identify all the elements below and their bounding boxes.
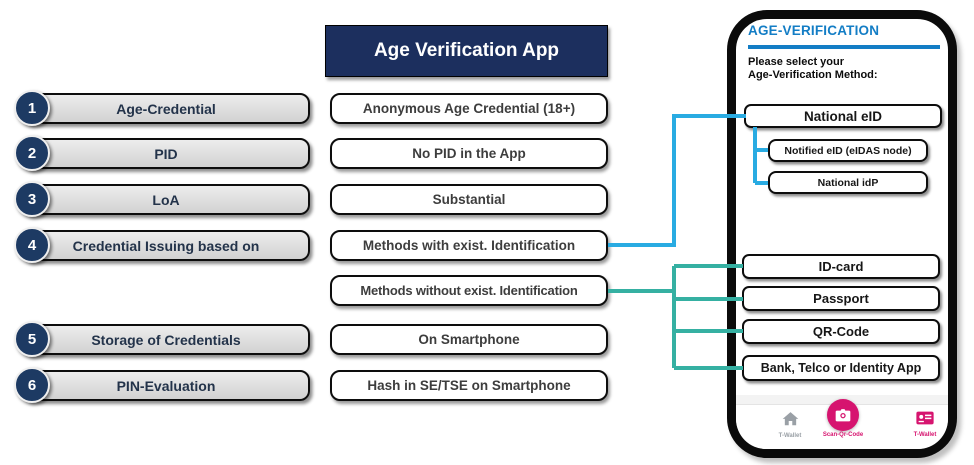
left-row-4: Credential Issuing based on 4 — [14, 227, 310, 263]
mid-box-no-pid: No PID in the App — [330, 138, 608, 169]
camera-icon — [827, 399, 859, 431]
mid-box-methods-with-ident: Methods with exist. Identification — [330, 230, 608, 261]
mid-box-hash-se-tse: Hash in SE/TSE on Smartphone — [330, 370, 608, 401]
option-national-eid[interactable]: National eID — [744, 104, 942, 128]
left-pill-credential-issuing: Credential Issuing based on — [22, 230, 310, 261]
number-badge-2: 2 — [14, 135, 50, 171]
number-badge-3: 3 — [14, 181, 50, 217]
smartphone-frame: AGE-VERIFICATION Please select your Age-… — [727, 10, 957, 458]
option-passport[interactable]: Passport — [742, 286, 940, 311]
phone-instruction-text: Please select your Age-Verification Meth… — [748, 56, 878, 82]
mid-box-on-smartphone: On Smartphone — [330, 324, 608, 355]
number-badge-5: 5 — [14, 321, 50, 357]
instruction-line-2: Age-Verification Method: — [748, 69, 878, 81]
left-pill-loa: LoA — [22, 184, 310, 215]
nav-label: T-Wallet — [913, 432, 937, 438]
id-card-icon — [916, 411, 934, 430]
smartphone-screen: AGE-VERIFICATION Please select your Age-… — [736, 19, 948, 449]
nav-label: T-Wallet — [778, 433, 802, 439]
left-pill-pin-evaluation: PIN-Evaluation — [22, 370, 310, 401]
home-icon — [782, 411, 799, 431]
left-pill-age-credential: Age-Credential — [22, 93, 310, 124]
mid-box-substantial: Substantial — [330, 184, 608, 215]
mid-box-anonymous-credential: Anonymous Age Credential (18+) — [330, 93, 608, 124]
left-pill-storage: Storage of Credentials — [22, 324, 310, 355]
nav-item-scan-qr[interactable]: Scan-Qr-Code — [813, 399, 873, 438]
option-national-idp[interactable]: National idP — [768, 171, 928, 194]
number-badge-4: 4 — [14, 227, 50, 263]
number-badge-1: 1 — [14, 90, 50, 126]
nav-item-home-wallet[interactable]: T-Wallet — [760, 411, 820, 439]
option-notified-eid[interactable]: Notified eID (eIDAS node) — [768, 139, 928, 162]
option-bank-telco-identity[interactable]: Bank, Telco or Identity App — [742, 355, 940, 381]
nav-item-t-wallet[interactable]: T-Wallet — [895, 411, 948, 438]
phone-screen-title: AGE-VERIFICATION — [748, 23, 880, 38]
number-badge-6: 6 — [14, 367, 50, 403]
left-row-5: Storage of Credentials 5 — [14, 321, 310, 357]
option-qr-code[interactable]: QR-Code — [742, 319, 940, 344]
instruction-line-1: Please select your — [748, 56, 845, 68]
option-id-card[interactable]: ID-card — [742, 254, 940, 279]
left-row-1: Age-Credential 1 — [14, 90, 310, 126]
diagram-title: Age Verification App — [325, 25, 608, 77]
left-row-6: PIN-Evaluation 6 — [14, 367, 310, 403]
left-row-2: PID 2 — [14, 135, 310, 171]
title-divider — [748, 45, 940, 49]
mid-box-methods-without-ident: Methods without exist. Identification — [330, 275, 608, 306]
left-row-3: LoA 3 — [14, 181, 310, 217]
left-pill-pid: PID — [22, 138, 310, 169]
bottom-nav-bar: T-Wallet Scan-Qr-Code — [736, 399, 948, 449]
nav-label: Scan-Qr-Code — [822, 432, 864, 438]
connector-blue-methods-to-eid — [608, 114, 746, 247]
